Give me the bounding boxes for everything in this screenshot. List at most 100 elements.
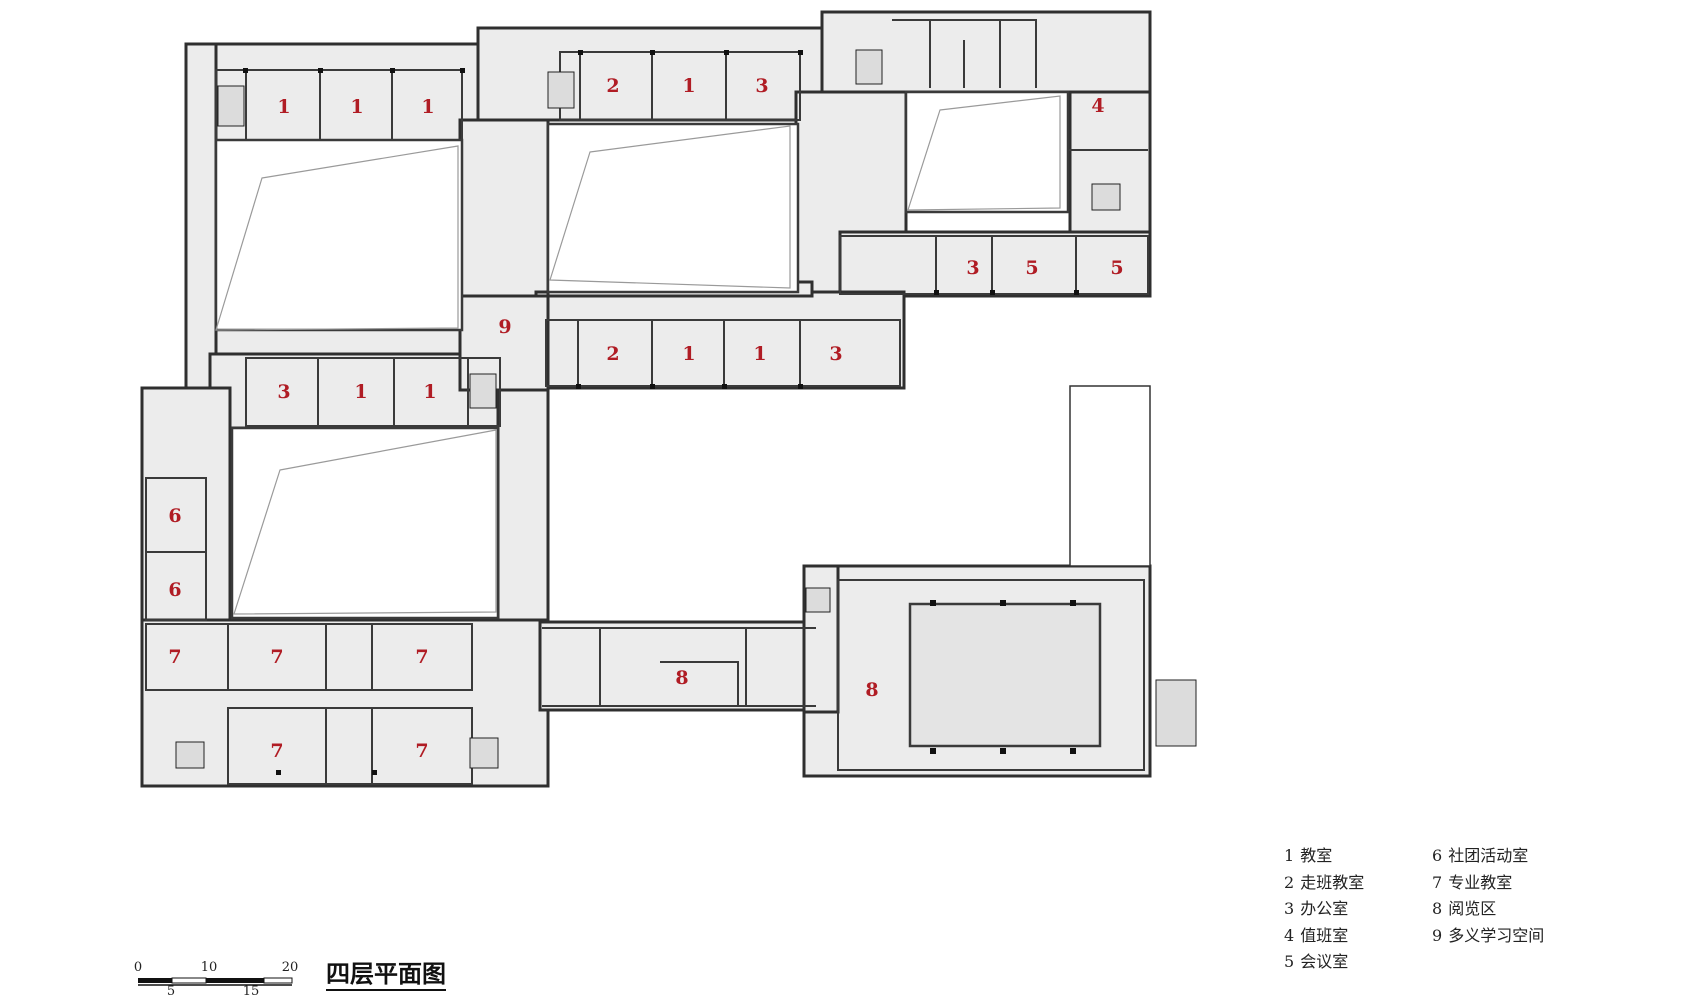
room-label: 3 (277, 381, 290, 403)
wing-north-center (476, 26, 824, 122)
legend-number: 6 (1432, 846, 1443, 865)
stair-nw (217, 85, 245, 127)
column (650, 50, 655, 55)
structural-columns (243, 50, 1079, 775)
room-label: 3 (966, 257, 979, 279)
central-spine (458, 118, 550, 302)
scale-bar-seg (171, 977, 207, 984)
column (276, 770, 281, 775)
glazing-nw (215, 145, 459, 331)
legend-number: 3 (1284, 899, 1295, 918)
room-label: 9 (498, 316, 511, 338)
east-office-row (838, 230, 1152, 298)
column (930, 600, 936, 606)
courtyard-northeast (904, 90, 1070, 214)
hall-ring (837, 579, 1145, 771)
legend-label: 走班教室 (1300, 872, 1365, 892)
column (722, 384, 727, 389)
mid-left-rooms (245, 357, 501, 427)
column (798, 384, 803, 389)
legend-label: 专业教室 (1448, 872, 1513, 892)
legend-label: 办公室 (1300, 899, 1349, 918)
room-label: 1 (423, 381, 436, 403)
mid-right-rooms (545, 319, 901, 387)
legend-label: 教室 (1300, 846, 1333, 865)
scale-label-top: 0 (134, 960, 142, 975)
room-label: 5 (1110, 257, 1123, 279)
hall-center (908, 602, 1102, 748)
column (1000, 748, 1006, 754)
room-label: 7 (270, 740, 283, 762)
legend-label: 多义学习空间 (1448, 925, 1545, 945)
column (578, 50, 583, 55)
courtyards (214, 90, 1102, 748)
scale-label-bottom: 15 (243, 984, 260, 997)
room-label: 1 (421, 96, 434, 118)
scale-label-top: 20 (282, 960, 299, 975)
ne-restrooms (892, 19, 1148, 210)
legend-item: 3 办公室 (1284, 896, 1364, 923)
column (1070, 600, 1076, 606)
stair-mid (469, 373, 497, 409)
courtyard-southwest (230, 426, 500, 620)
column (930, 748, 936, 754)
column (990, 290, 995, 295)
column (1070, 748, 1076, 754)
column (724, 50, 729, 55)
east-office-rooms (839, 235, 1149, 295)
legend-number: 8 (1432, 899, 1443, 918)
legend-number: 9 (1432, 925, 1443, 945)
scale-label-bottom: 5 (167, 984, 175, 997)
northeast-outbuilding (1069, 385, 1151, 567)
room-label: 8 (865, 679, 878, 701)
courtyard-northwest (214, 138, 464, 332)
stair-ne-core (1091, 183, 1121, 211)
room-numbers: 1 1 1 2 1 3 4 3 5 5 9 2 1 1 3 3 1 1 6 6 … (168, 75, 1123, 762)
column (934, 290, 939, 295)
reading-bridge (538, 620, 820, 712)
room-label: 1 (277, 96, 290, 118)
room-label: 1 (682, 343, 695, 365)
pro-rooms-top (145, 623, 473, 691)
room-label: 6 (168, 505, 181, 527)
scale-bar-seg (263, 977, 293, 984)
room-label: 3 (829, 343, 842, 365)
room-label: 3 (755, 75, 768, 97)
legend-number: 5 (1284, 952, 1295, 971)
column (1074, 290, 1079, 295)
room-label: 1 (753, 343, 766, 365)
room-label: 4 (1091, 95, 1104, 117)
room-label: 1 (354, 381, 367, 403)
legend-label: 值班室 (1300, 925, 1349, 945)
room-label: 7 (168, 646, 181, 668)
room-label: 5 (1025, 257, 1038, 279)
stair-sw (175, 741, 205, 769)
glazing-ne (907, 95, 1061, 211)
courtyard-glazing-lines (215, 95, 1061, 615)
room-label: 7 (415, 646, 428, 668)
room-label: 7 (270, 646, 283, 668)
room-label: 1 (350, 96, 363, 118)
column (1000, 600, 1006, 606)
stairs (175, 49, 1197, 769)
legend-number: 1 (1284, 846, 1295, 865)
stair-ne (855, 49, 883, 85)
column (576, 384, 581, 389)
scale-bar-seg (138, 978, 172, 983)
room-label: 8 (675, 667, 688, 689)
scale-bar: 0 10 20 5 15 (134, 960, 298, 997)
column (390, 68, 395, 73)
stair-hall (805, 587, 831, 613)
club-rooms (145, 477, 207, 621)
glazing-sw (233, 429, 497, 615)
legend-item: 1 教室 (1284, 843, 1364, 870)
